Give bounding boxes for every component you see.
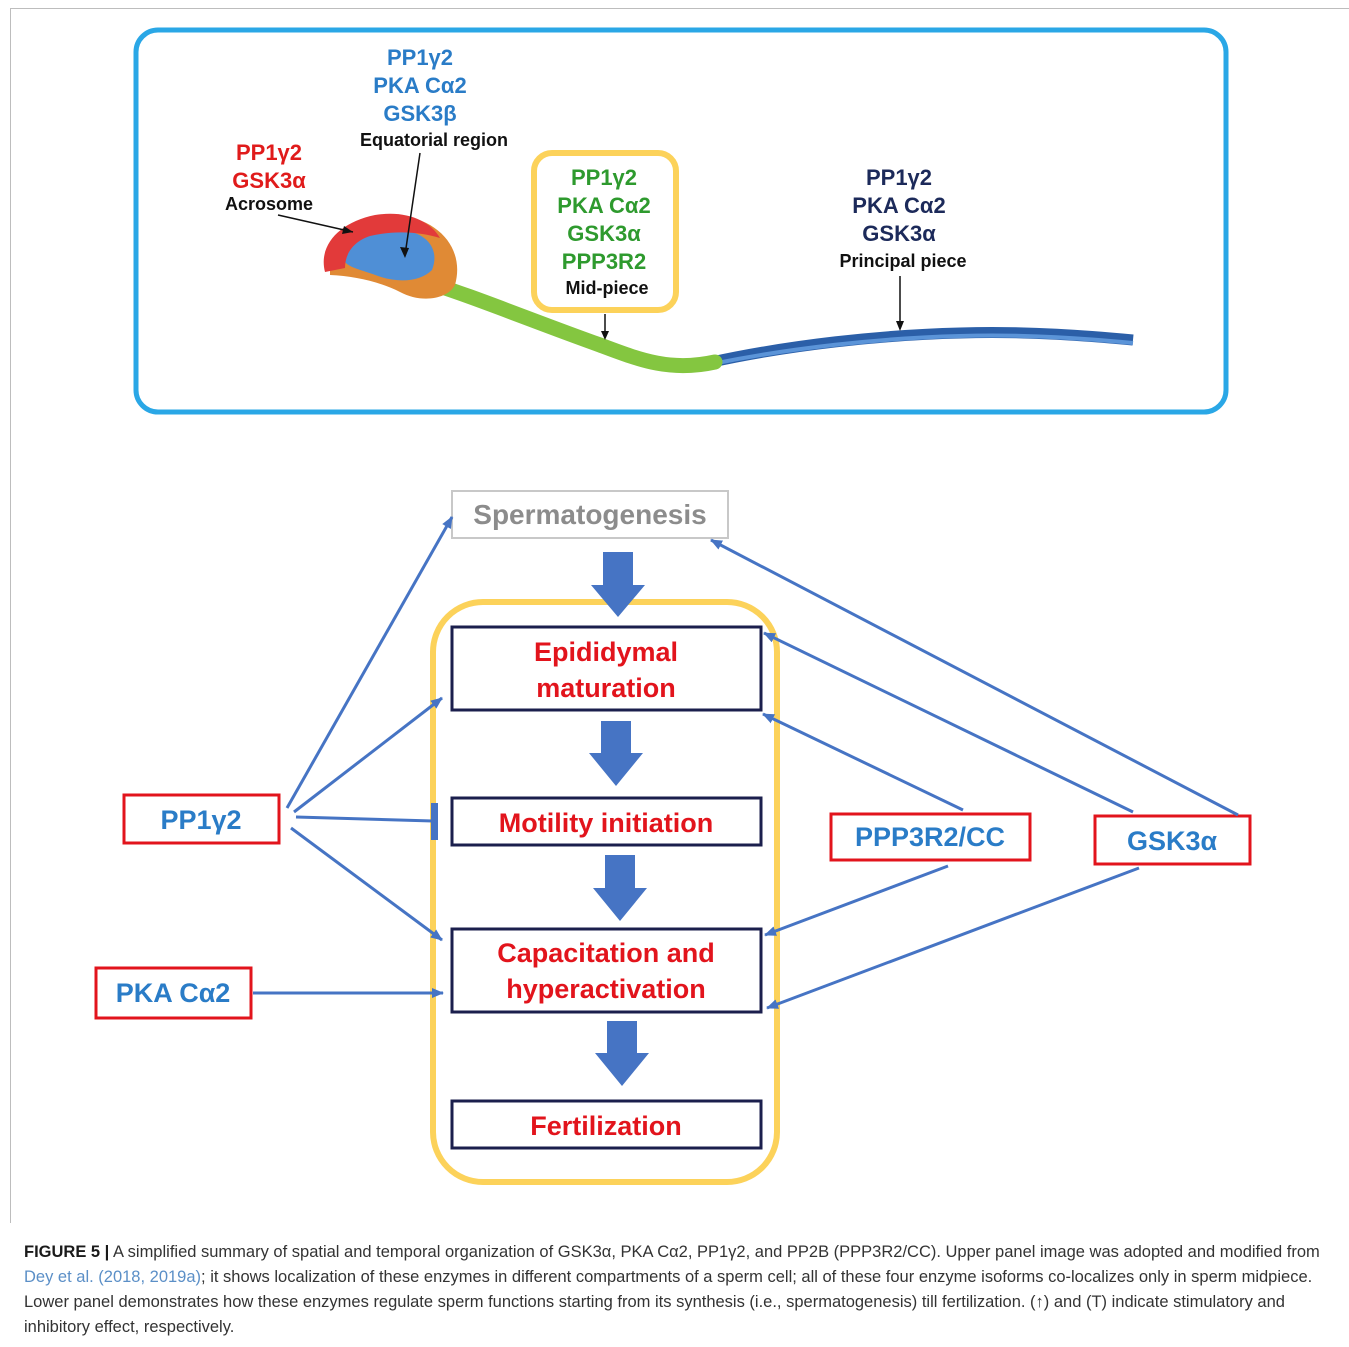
pp1-inhibition-bar [431, 803, 438, 840]
sperm-midpiece [412, 272, 723, 374]
caption-reference-link[interactable]: Dey et al. (2018, 2019a) [24, 1268, 202, 1286]
ppp3r2-to-epididymal-arrow [762, 712, 964, 812]
midpiece-pointer-head [601, 331, 609, 340]
pp1-to-capacitation-arrow [290, 826, 443, 942]
capacitation-label-line2: hyperactivation [506, 974, 706, 1004]
principal-label-gsk3: GSK3α [862, 221, 936, 246]
sperm-principal-piece-shade [711, 333, 1134, 366]
figure-frame-left [10, 8, 11, 1223]
equatorial-pointer-arrow [404, 152, 421, 256]
gsk3-to-capacitation-arrow [766, 866, 1140, 1010]
pka-enzyme-label: PKA Cα2 [116, 978, 231, 1008]
caption-text-part2: ; it shows localization of these enzymes… [24, 1268, 1313, 1336]
caption-figure-label: FIGURE 5 | [24, 1243, 110, 1261]
pp1-enzyme-box [122, 793, 281, 845]
ppp3r2-enzyme-label: PPP3R2/CC [855, 822, 1005, 852]
pp1-to-spermatogenesis-arrow [285, 516, 454, 809]
midpiece-label-ppp3r2: PPP3R2 [562, 249, 646, 274]
acrosome-pointer-arrow [277, 214, 354, 233]
pka-enzyme-box [94, 966, 253, 1020]
acrosome-region-label: Acrosome [225, 194, 313, 214]
upper-panel-border [133, 27, 1229, 415]
principal-label-pka: PKA Cα2 [852, 193, 945, 218]
maturation-pathway-highlight [430, 599, 780, 1185]
acrosome-label-pp1: PP1γ2 [236, 140, 302, 165]
midpiece-label-pp1: PP1γ2 [571, 165, 637, 190]
acrosome-pointer-head [342, 226, 353, 234]
sperm-cell-illustration [323, 213, 1134, 374]
principal-region-label: Principal piece [839, 251, 966, 271]
acrosome-label-gsk3: GSK3α [232, 168, 306, 193]
flow-arrow-spermatogenesis-to-epididymal [591, 552, 645, 617]
equatorial-pointer-head [400, 247, 409, 258]
capacitation-label-line1: Capacitation and [497, 938, 715, 968]
midpiece-label-pka: PKA Cα2 [557, 193, 650, 218]
pp1-enzyme-label: PP1γ2 [160, 805, 241, 835]
flow-arrow-capacitation-to-fertilization [595, 1021, 649, 1086]
pp1-inhibits-motility-line [295, 815, 434, 823]
spermatogenesis-box [451, 490, 729, 539]
midpiece-label-gsk3: GSK3α [567, 221, 641, 246]
motility-initiation-label: Motility initiation [499, 808, 713, 838]
fertilization-box [450, 1099, 763, 1150]
pp1-to-epididymal-arrow [293, 696, 443, 814]
gsk3-to-spermatogenesis-arrow [710, 538, 1239, 817]
motility-initiation-box [450, 796, 763, 847]
equatorial-label-pp1: PP1γ2 [387, 45, 453, 70]
gsk3-enzyme-box [1093, 814, 1252, 866]
epididymal-label-line1: Epididymal [534, 637, 678, 667]
ppp3r2-to-capacitation-arrow [764, 864, 949, 937]
caption-text-part1: A simplified summary of spatial and temp… [109, 1243, 1320, 1261]
gsk3-enzyme-label: GSK3α [1127, 826, 1218, 856]
gsk3-to-epididymal-arrow [763, 631, 1134, 814]
equatorial-label-gsk3b: GSK3β [383, 101, 456, 126]
figure-frame-top [10, 8, 1349, 9]
flow-arrow-epididymal-to-motility [589, 721, 643, 786]
principal-pointer-head [896, 321, 904, 331]
midpiece-label-box [531, 150, 679, 313]
equatorial-label-pka: PKA Cα2 [373, 73, 466, 98]
sperm-head-equatorial [345, 229, 435, 281]
equatorial-region-label: Equatorial region [360, 130, 508, 150]
sperm-principal-piece [710, 327, 1134, 368]
spermatogenesis-label: Spermatogenesis [473, 499, 706, 530]
sperm-acrosome [323, 213, 440, 272]
capacitation-box [450, 927, 763, 1014]
fertilization-label: Fertilization [530, 1111, 682, 1141]
epididymal-label-line2: maturation [536, 673, 676, 703]
midpiece-region-label: Mid-piece [565, 278, 648, 298]
epididymal-maturation-box [450, 625, 763, 712]
flow-arrow-motility-to-capacitation [593, 855, 647, 921]
ppp3r2-enzyme-box [829, 812, 1032, 862]
figure-caption: FIGURE 5 | A simplified summary of spati… [24, 1240, 1340, 1340]
principal-label-pp1: PP1γ2 [866, 165, 932, 190]
